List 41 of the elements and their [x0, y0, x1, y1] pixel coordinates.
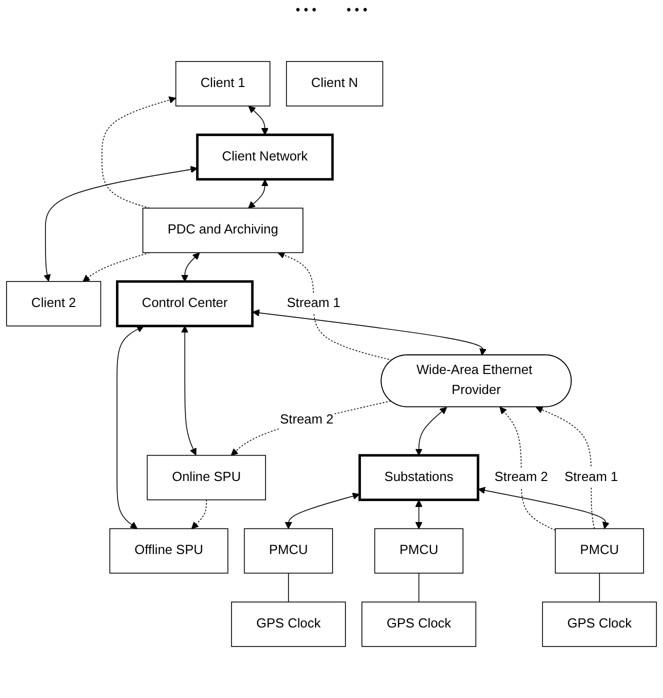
node-box: Online SPU — [146, 454, 266, 500]
edge-label: Stream 2 — [280, 412, 334, 427]
edge-label: Stream 1 — [564, 470, 618, 484]
arrow — [278, 252, 393, 361]
node-box: GPS Clock — [361, 602, 476, 647]
node-box: GPS Clock — [231, 602, 346, 647]
node-box: Control Center — [116, 280, 254, 328]
node-box: PDC and Archiving — [142, 208, 304, 254]
edge-label: Stream 2 — [494, 470, 548, 484]
connector — [288, 572, 289, 602]
ellipsis-mark: • • • — [296, 2, 316, 17]
node-box: Client 2 — [6, 281, 102, 326]
arrow — [230, 400, 392, 456]
arrow — [248, 106, 269, 136]
edge-label: Stream 1 — [286, 296, 340, 310]
node-box: PMCU — [374, 528, 464, 574]
arrow — [500, 406, 556, 531]
node-box: GPS Clock — [542, 602, 657, 647]
arrow — [102, 96, 176, 209]
connector — [418, 572, 420, 602]
node-box: PMCU — [554, 528, 644, 574]
arrow — [248, 179, 269, 208]
arrow — [181, 252, 200, 282]
arrow — [44, 166, 198, 282]
arrow — [284, 492, 360, 529]
arrow — [415, 407, 448, 456]
arrow — [181, 326, 196, 456]
connector — [599, 572, 600, 602]
node-box: Offline SPU — [109, 528, 228, 574]
ellipsis-mark: • • • — [346, 2, 368, 17]
node-box: PMCU — [244, 528, 333, 574]
arrow — [415, 500, 422, 529]
arrow — [478, 486, 610, 529]
arrow — [252, 309, 487, 356]
node-box: Client 1 — [175, 61, 270, 106]
arrow — [116, 326, 144, 529]
arrow — [536, 406, 595, 530]
node-box: Substations — [358, 454, 480, 502]
arrow — [191, 499, 207, 529]
node-box: Client Network — [196, 134, 334, 181]
node-box: Client N — [286, 61, 384, 106]
